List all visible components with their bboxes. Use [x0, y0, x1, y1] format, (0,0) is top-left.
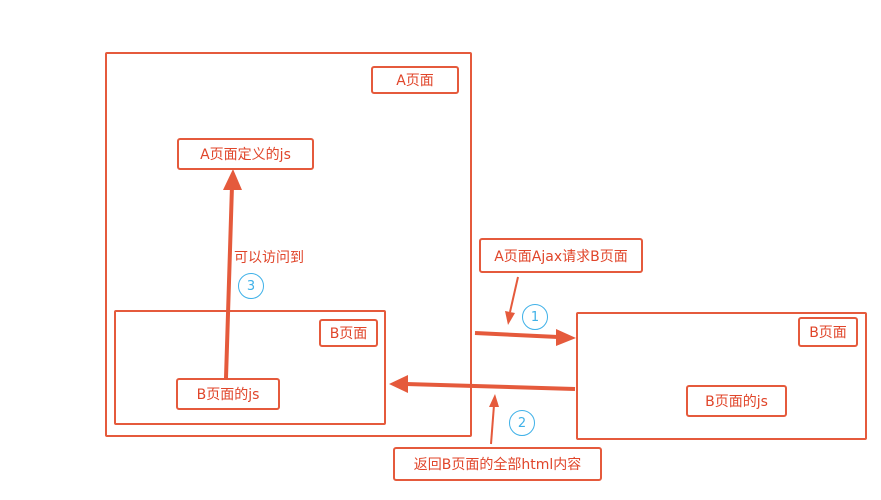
- step2-label: 返回B页面的全部html内容: [393, 447, 602, 481]
- request-arrow: [474, 329, 576, 346]
- page-b-outer-title: B页面: [798, 317, 858, 347]
- step2-pointer: [489, 394, 499, 445]
- step1-number-badge: 1: [522, 304, 548, 330]
- access-arrow: [223, 169, 242, 379]
- page-a-js-label: A页面定义的js: [177, 138, 314, 170]
- page-a-title: A页面: [371, 66, 459, 94]
- step1-pointer: [505, 276, 519, 325]
- page-b-outer-container: [576, 312, 867, 440]
- page-b-inner-title: B页面: [319, 319, 378, 347]
- step3-number-badge: 3: [238, 273, 264, 299]
- step1-label: A页面Ajax请求B页面: [479, 238, 643, 273]
- step3-label: 可以访问到: [234, 250, 304, 266]
- step2-number-badge: 2: [509, 410, 535, 436]
- page-b-inner-container: [114, 310, 386, 425]
- response-arrow: [389, 375, 576, 393]
- page-b-inner-js-label: B页面的js: [176, 378, 280, 410]
- page-a-container: [105, 52, 472, 437]
- page-b-outer-js-label: B页面的js: [686, 385, 787, 417]
